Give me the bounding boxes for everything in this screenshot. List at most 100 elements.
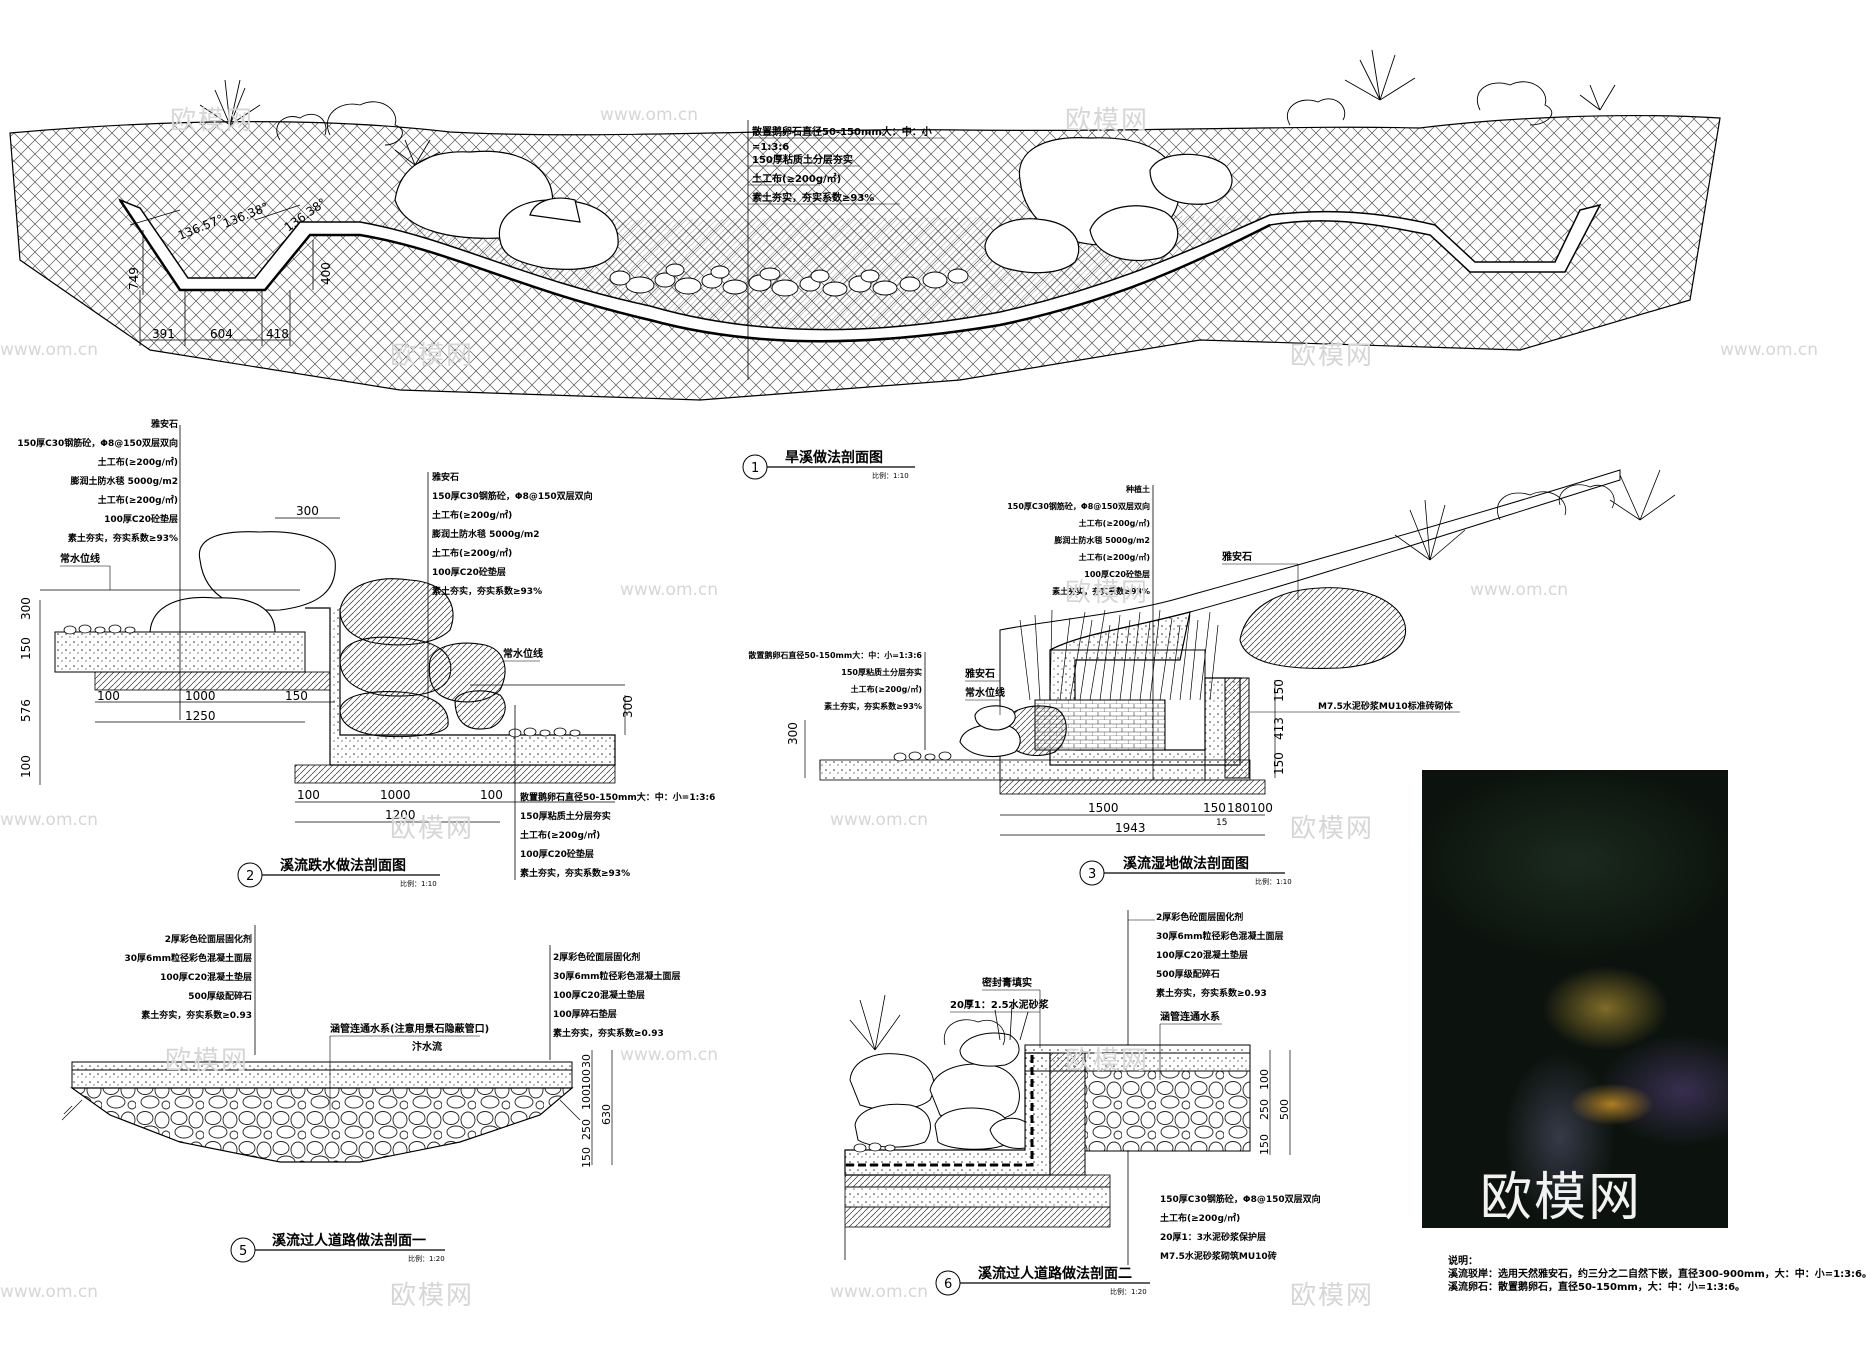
s3-top-5: 土工布(≥200g/㎡) bbox=[1079, 552, 1150, 562]
watermark-url: www.om.cn bbox=[0, 1282, 99, 1302]
title-3-text: 溪流湿地做法剖面图 bbox=[1123, 855, 1249, 872]
title-6: 6 溪流过人道路做法剖面二 比例：1:20 bbox=[935, 1265, 1150, 1296]
dimensions-section-1 bbox=[129, 204, 314, 346]
s6-mortar: 20厚1：2.5水泥砂浆 bbox=[950, 998, 1050, 1011]
s5-left-2: 30厚6mm粒径彩色混凝土面层 bbox=[124, 952, 252, 964]
dim-s3-d: 150 bbox=[1272, 752, 1286, 775]
dim-s2-g: 1000 bbox=[185, 689, 216, 703]
s3-top-3: 土工布(≥200g/㎡) bbox=[1079, 518, 1150, 528]
plants-section-6 bbox=[849, 994, 1029, 1051]
watermark-url: www.om.cn bbox=[620, 1045, 719, 1065]
s3-left-4: 素土夯实，夯实系数≥93% bbox=[824, 701, 922, 711]
s1-callout-3: 150厚粘质土分层夯实 bbox=[752, 153, 853, 166]
watermark-brand: 欧模网 bbox=[1065, 578, 1150, 608]
s3-top-1: 种植土 bbox=[1125, 484, 1150, 494]
dim-s5-b: 100 bbox=[580, 1069, 593, 1090]
s2-right-3: 土工布(≥200g/㎡) bbox=[432, 509, 512, 521]
s3-top-7: 素土夯实，夯实系数≥93% bbox=[1052, 586, 1150, 596]
s1-callout-4: 土工布(≥200g/㎡) bbox=[752, 172, 841, 185]
dim-s3-j: 15 bbox=[1216, 818, 1227, 828]
drawing-sheet: 391 604 418 749 400 136.57° 136.38° 136.… bbox=[9, 49, 1721, 1296]
callouts-section-2-bottom: 散置鹅卵石直径50-150mm大：中：小=1:3:6 150厚粘质土分层夯实 土… bbox=[520, 791, 715, 879]
dim-s2-n: 1200 bbox=[385, 808, 416, 822]
s3-water-line: 常水位线 bbox=[965, 686, 1005, 699]
title-1-text: 旱溪做法剖面图 bbox=[785, 449, 883, 466]
section-1-drywash: 391 604 418 749 400 136.57° 136.38° 136.… bbox=[9, 49, 1721, 480]
s2-right-1: 雅安石 bbox=[431, 471, 459, 483]
dim-s2-l: 1000 bbox=[380, 788, 411, 802]
watermark-brand: 欧模网 bbox=[390, 814, 475, 844]
boulders-left bbox=[394, 150, 619, 270]
watermark-brand: 欧模网 bbox=[1065, 106, 1150, 136]
dim-s3-i: 1943 bbox=[1115, 821, 1146, 835]
title-3-scale: 比例：1:10 bbox=[1255, 877, 1292, 886]
dims-section-6: 100 250 150 500 bbox=[1258, 1069, 1291, 1155]
s1-callout-5: 素土夯实，夯实系数≥93% bbox=[752, 191, 874, 204]
dim-s5-a: 30 bbox=[580, 1054, 593, 1068]
s3-stone: 雅安石 bbox=[1222, 550, 1252, 563]
planting-left bbox=[199, 79, 441, 166]
dim-s2-h: 150 bbox=[285, 689, 308, 703]
dim-s3-b: 150 bbox=[1272, 679, 1286, 702]
s6-top-1: 2厚彩色砼面层固化剂 bbox=[1156, 911, 1243, 923]
title-2-text: 溪流跌水做法剖面图 bbox=[280, 857, 406, 874]
watermark-brand: 欧模网 bbox=[390, 1281, 475, 1311]
s3-wall: M7.5水泥砂浆MU10标准砖砌体 bbox=[1318, 700, 1454, 712]
section-3-wetland: 种植土 150厚C30钢筋砼，Φ8@150双层双向 土工布(≥200g/㎡) 膨… bbox=[748, 469, 1676, 886]
s2-right-7: 素土夯实，夯实系数≥93% bbox=[432, 585, 542, 597]
s5-right-1: 2厚彩色砼面层固化剂 bbox=[553, 951, 640, 963]
dim-s3-h: 100 bbox=[1250, 801, 1273, 815]
s2-left-7: 素土夯实，夯实系数≥93% bbox=[68, 532, 178, 544]
dim-418: 418 bbox=[266, 327, 289, 341]
dim-s3-g: 180 bbox=[1227, 801, 1250, 815]
title-6-text: 溪流过人道路做法剖面二 bbox=[978, 1265, 1132, 1282]
watermark-url: www.om.cn bbox=[620, 580, 719, 600]
s2-water-line-right: 常水位线 bbox=[503, 647, 543, 660]
s3-left-2: 150厚粘质土分层夯实 bbox=[841, 667, 922, 677]
section-2-cascade: 常水位线 常水位线 雅安石 150厚C30钢筋砼，Φ8@150双层双向 土工布(… bbox=[17, 418, 715, 888]
dim-400: 400 bbox=[319, 262, 333, 285]
s6-pipe: 涵管连通水系 bbox=[1160, 1010, 1220, 1023]
watermark-brand: 欧模网 bbox=[1290, 341, 1375, 371]
dim-s3-e: 1500 bbox=[1088, 801, 1119, 815]
notes: 说明： 溪流驳岸：选用天然雅安石，约三分之二自然下嵌，直径300-900mm，大… bbox=[1448, 1255, 1872, 1294]
watermark-brand: 欧模网 bbox=[170, 106, 255, 136]
s5-left-1: 2厚彩色砼面层固化剂 bbox=[165, 933, 252, 945]
watermark-url: www.om.cn bbox=[830, 1282, 929, 1302]
watermark-brand: 欧模网 bbox=[165, 1046, 250, 1076]
callouts-section-2-right: 雅安石 150厚C30钢筋砼，Φ8@150双层双向 土工布(≥200g/㎡) 膨… bbox=[431, 471, 593, 597]
title-3: 3 溪流湿地做法剖面图 比例：1:10 bbox=[1079, 855, 1292, 886]
dim-s5-e: 150 bbox=[580, 1147, 593, 1168]
s3-top-4: 膨润土防水毯 5000g/m2 bbox=[1053, 535, 1150, 545]
section-5-road-1: 2厚彩色砼面层固化剂 30厚6mm粒径彩色混凝土面层 100厚C20混凝土垫层 … bbox=[61, 925, 681, 1263]
watermark-url: www.om.cn bbox=[600, 105, 699, 125]
callouts-section-2-left: 雅安石 150厚C30钢筋砼，Φ8@150双层双向 土工布(≥200g/㎡) 膨… bbox=[17, 418, 178, 544]
notes-line-1: 溪流驳岸：选用天然雅安石，约三分之二自然下嵌，直径300-900mm，大：中：小… bbox=[1448, 1269, 1872, 1280]
title-1-num: 1 bbox=[751, 461, 759, 476]
planting-right bbox=[1287, 49, 1616, 126]
dim-s2-d: 576 bbox=[19, 699, 33, 722]
watermark-url: www.om.cn bbox=[830, 810, 929, 830]
shrubs-section-3 bbox=[1394, 469, 1676, 561]
s2-right-2: 150厚C30钢筋砼，Φ8@150双层双向 bbox=[432, 490, 593, 502]
watermark-brand: 欧模网 bbox=[1065, 1046, 1150, 1076]
s2-left-2: 150厚C30钢筋砼，Φ8@150双层双向 bbox=[17, 437, 178, 449]
s5-left-4: 500厚级配碎石 bbox=[188, 990, 252, 1002]
dim-s6-a: 100 bbox=[1258, 1069, 1271, 1090]
callouts-section-6-top: 2厚彩色砼面层固化剂 30厚6mm粒径彩色混凝土面层 100厚C20混凝土垫层 … bbox=[1156, 911, 1284, 999]
s6-top-5: 素土夯实，夯实系数≥0.93 bbox=[1156, 987, 1267, 999]
dim-s6-b: 250 bbox=[1258, 1099, 1271, 1120]
s2-left-6: 100厚C20砼垫层 bbox=[104, 513, 178, 525]
s2-bottom-2: 150厚粘质土分层夯实 bbox=[520, 810, 611, 822]
s3-left-3: 土工布(≥200g/㎡) bbox=[851, 684, 922, 694]
s1-callout-2: =1:3:6 bbox=[752, 142, 789, 153]
dim-s2-a: 300 bbox=[296, 504, 319, 518]
dim-s2-k: 100 bbox=[297, 788, 320, 802]
title-6-num: 6 bbox=[944, 1277, 952, 1292]
pebbles-bed bbox=[609, 263, 969, 297]
photo-watermark: 欧模网 bbox=[1480, 1168, 1643, 1228]
dim-749: 749 bbox=[127, 267, 141, 290]
s6-bottom-1: 150厚C30钢筋砼，Φ8@150双层双向 bbox=[1160, 1193, 1321, 1205]
s5-pipe: 涵管连通水系(注意用景石隐蔽管口) bbox=[330, 1022, 489, 1035]
dims-section-5: 30 100 100 250 150 630 bbox=[580, 1054, 613, 1168]
